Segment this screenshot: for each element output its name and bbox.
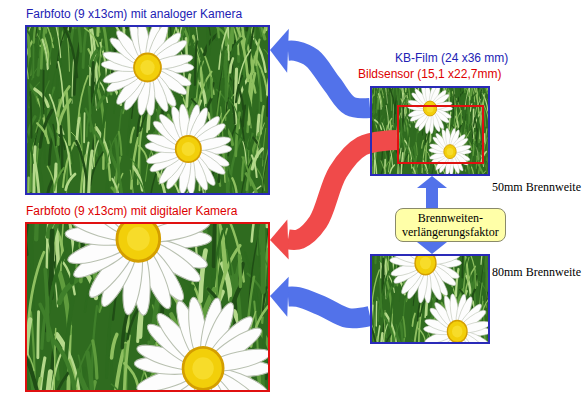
connector-arrow [270,29,370,109]
connector-arrow [417,242,447,254]
arrow-shaft [288,51,370,109]
connector-arrow [417,176,447,208]
arrow-shaft [288,140,397,240]
sensor-frame: Bildsensor (15,1 x22,7mm) [397,105,484,164]
daisy-photo [370,254,490,344]
focal-length-label: 80mm Brennweite [492,265,581,279]
arrow-head [270,29,289,73]
film-frame: KB-Film (24 x36 mm)50mm BrennweiteBildse… [370,86,490,176]
film-format-label: KB-Film (24 x36 mm) [395,51,508,65]
film-frame: 80mm Brennweite [370,254,490,344]
daisy-photo [25,222,270,392]
arrow-head [270,277,289,317]
arrow-head [417,176,447,188]
arrow-head [417,242,447,254]
connector-arrow [270,140,397,259]
arrow-head [270,219,289,259]
connector-arrow [270,277,370,319]
factor-box: Brennweiten- verlängerungsfaktor [395,208,506,242]
photo-frame: Farbfoto (9 x13cm) mit digitaler Kamera [25,222,270,392]
daisy-photo [25,25,270,195]
arrow-shaft [288,297,370,319]
focal-length-label: 50mm Brennweite [492,180,581,194]
factor-label: Brennweiten- verlängerungsfaktor [402,211,499,239]
photo-frame: Farbfoto (9 x13cm) mit analoger Kamera [25,25,270,195]
photo-caption: Farbfoto (9 x13cm) mit digitaler Kamera [26,204,237,218]
sensor-format-label: Bildsensor (15,1 x22,7mm) [358,67,501,81]
photo-caption: Farbfoto (9 x13cm) mit analoger Kamera [26,7,242,21]
arrow-shaft [426,188,438,208]
